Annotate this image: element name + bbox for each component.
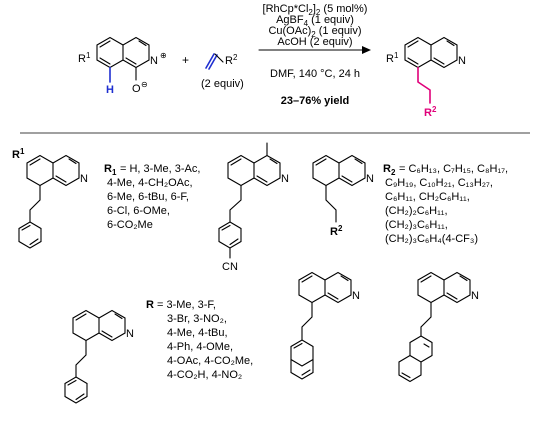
svg-text:= H, 3-Me, 3-Ac,: = H, 3-Me, 3-Ac, bbox=[120, 163, 200, 175]
plus-sign: + bbox=[182, 53, 189, 67]
group1-substituents: = H, 3-Me, 3-Ac, 4-Me, 4-CH₂OAc, 6-Me, 6… bbox=[107, 163, 200, 231]
group3-label: R bbox=[146, 299, 154, 311]
naphthyl2-n: N bbox=[471, 290, 479, 302]
svg-text:6-CO₂Me: 6-CO₂Me bbox=[107, 219, 153, 231]
scope-compound-r1 bbox=[18, 154, 80, 249]
svg-text:3-Br, 3-NO₂,: 3-Br, 3-NO₂, bbox=[167, 313, 227, 325]
svg-text:4-Ph, 4-OMe,: 4-Ph, 4-OMe, bbox=[167, 341, 233, 353]
n-plus-charge: ⊕ bbox=[160, 51, 167, 60]
svg-text:C₆H₁₁, CH₂C₆H₁₁,: C₆H₁₁, CH₂C₆H₁₁, bbox=[385, 191, 470, 203]
r1-label: R1 bbox=[78, 51, 91, 65]
svg-text:4-CO₂H, 4-NO₂: 4-CO₂H, 4-NO₂ bbox=[167, 369, 242, 381]
acid-text: AcOH (2 equiv) bbox=[277, 36, 352, 48]
catalyst-text: [RhCp*Cl2]2 (5 mol%) bbox=[263, 3, 368, 17]
naphthyl1-n: N bbox=[352, 290, 360, 302]
arrow-head bbox=[362, 46, 371, 54]
scope1-n: N bbox=[80, 173, 88, 185]
scope-compound-r2 bbox=[312, 154, 366, 223]
svg-text:6-Cl, 6-OMe,: 6-Cl, 6-OMe, bbox=[107, 205, 170, 217]
reactant-quinoline-n-oxide bbox=[96, 36, 150, 83]
group2-substituents: = C₆H₁₃, C₇H₁₅, C₈H₁₇, C₉H₁₉, C₁₀H₂₁, C₁… bbox=[385, 163, 508, 245]
r2-compound-label: R2 bbox=[330, 224, 343, 238]
r2-compound-n: N bbox=[366, 173, 374, 185]
scope-compound-cn bbox=[218, 142, 281, 259]
scope-compound-1-naphthyl bbox=[290, 271, 352, 380]
group2-label: R2 bbox=[383, 163, 396, 177]
group1-label: R1 bbox=[104, 163, 117, 177]
cn-label: CN bbox=[222, 261, 238, 273]
product-r1-label: R1 bbox=[386, 51, 399, 65]
group3-substituents: = 3-Me, 3-F, 3-Br, 3-NO₂, 4-Me, 4-tBu, 4… bbox=[157, 299, 253, 381]
scope-compound-2-naphthyl bbox=[398, 271, 471, 383]
solvent-temp-time: DMF, 140 °C, 24 h bbox=[270, 68, 360, 80]
product-n-label: N bbox=[458, 55, 466, 67]
cn-compound-n: N bbox=[281, 173, 289, 185]
o-label: O bbox=[132, 83, 141, 95]
scope1-r1: R1 bbox=[12, 147, 25, 161]
svg-text:4-Me, 4-CH₂OAc,: 4-Me, 4-CH₂OAc, bbox=[107, 177, 193, 189]
svg-text:(CH₂)₃C₆H₁₁,: (CH₂)₃C₆H₁₁, bbox=[385, 219, 448, 231]
scope-compound-r bbox=[64, 309, 126, 404]
alkene bbox=[205, 53, 224, 70]
alkene-equiv: (2 equiv) bbox=[201, 78, 244, 90]
alkene-r2-label: R2 bbox=[225, 53, 238, 67]
r-compound-n: N bbox=[126, 328, 134, 340]
additive-text: AgBF4 (1 equiv) bbox=[276, 14, 354, 28]
product-quinoline bbox=[404, 36, 458, 104]
svg-text:(CH₂)₃C₆H₄(4-CF₃): (CH₂)₃C₆H₄(4-CF₃) bbox=[385, 233, 478, 245]
h-label: H bbox=[106, 84, 114, 96]
svg-text:(CH₂)₂C₆H₁₁,: (CH₂)₂C₆H₁₁, bbox=[385, 205, 448, 217]
o-minus-charge: ⊖ bbox=[141, 80, 148, 89]
yield-range: 23–76% yield bbox=[281, 95, 350, 107]
svg-text:= C₆H₁₃, C₇H₁₅, C₈H₁₇,: = C₆H₁₃, C₇H₁₅, C₈H₁₇, bbox=[399, 163, 508, 175]
svg-text:C₉H₁₉, C₁₀H₂₁, C₁₃H₂₇,: C₉H₁₉, C₁₀H₂₁, C₁₃H₂₇, bbox=[385, 177, 493, 189]
oxidant-text: Cu(OAc)2 (1 equiv) bbox=[268, 25, 361, 39]
svg-text:6-Me, 6-tBu, 6-F,: 6-Me, 6-tBu, 6-F, bbox=[107, 191, 189, 203]
svg-text:4-Me, 4-tBu,: 4-Me, 4-tBu, bbox=[167, 327, 228, 339]
product-r2-label: R2 bbox=[424, 105, 437, 119]
n-label: N bbox=[150, 55, 158, 67]
svg-text:= 3-Me, 3-F,: = 3-Me, 3-F, bbox=[157, 299, 216, 311]
svg-text:4-OAc, 4-CO₂Me,: 4-OAc, 4-CO₂Me, bbox=[167, 355, 253, 367]
